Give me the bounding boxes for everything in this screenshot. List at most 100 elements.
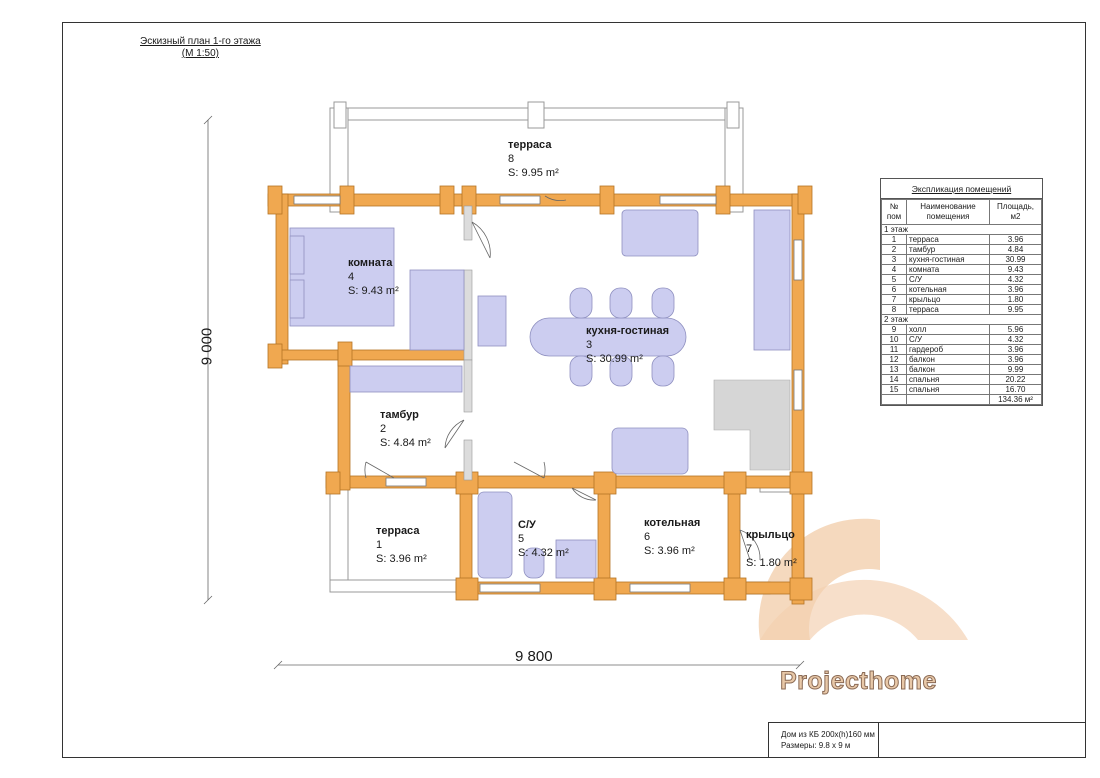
floor-1-header: 1 этаж: [881, 224, 1042, 235]
table-cell: гардероб: [906, 344, 990, 355]
room-label-boiler-6: котельная 6 S: 3.96 m²: [644, 516, 700, 558]
room-label-terrace-8: терраса 8 S: 9.95 m²: [508, 138, 559, 180]
room-label-bathroom-5: С/У 5 S: 4.32 m²: [518, 518, 569, 560]
table-cell: 3.96: [989, 354, 1042, 365]
table-cell: [906, 394, 990, 405]
projecthome-logo: Projecthome: [780, 667, 937, 696]
table-cell: терраса: [906, 304, 990, 315]
room-name: терраса: [508, 139, 552, 151]
room-number: 5: [518, 533, 525, 545]
kitchen-counter: [753, 209, 791, 351]
room-area: S: 4.32 m²: [518, 547, 569, 559]
room-area: S: 30.99 m²: [586, 353, 643, 365]
table-cell: котельная: [906, 284, 990, 295]
bed: [289, 227, 395, 327]
header-number: № пом: [881, 199, 907, 225]
table-cell: 3.96: [989, 284, 1042, 295]
room-label-porch-7: крыльцо 7 S: 1.80 m²: [746, 528, 797, 570]
windows: [293, 195, 803, 593]
table-cell: С/У: [906, 334, 990, 345]
table-cell: 1.80: [989, 294, 1042, 305]
toilet: [523, 547, 545, 579]
table-cell: спальня: [906, 384, 990, 395]
table-cell: 9.99: [989, 364, 1042, 375]
table-cell: 4.84: [989, 244, 1042, 255]
stairs: [713, 379, 791, 471]
room-name: тамбур: [380, 409, 419, 421]
table-cell: 11: [881, 344, 907, 355]
table-cell: балкон: [906, 354, 990, 365]
table-cell: терраса: [906, 234, 990, 245]
room-area: S: 9.95 m²: [508, 167, 559, 179]
room-name: кухня-гостиная: [586, 325, 670, 337]
wardrobe: [409, 269, 465, 351]
doors: [364, 195, 761, 561]
table-cell: С/У: [906, 274, 990, 285]
room-label-room-4: комната 4 S: 9.43 m²: [348, 256, 399, 298]
table-cell: комната: [906, 264, 990, 275]
dimension-horizontal: 9 800: [515, 648, 553, 665]
table-total-row: 134.36 м²: [881, 394, 1042, 405]
hall-bench: [349, 365, 463, 393]
bathtub: [477, 491, 513, 579]
table-cell: балкон: [906, 364, 990, 375]
table-cell: 12: [881, 354, 907, 365]
table-cell: 9: [881, 324, 907, 335]
plan-title: Эскизный план 1-го этажа (М 1:50): [140, 36, 261, 60]
table-cell: кухня-гостиная: [906, 254, 990, 265]
plan-title-line1: Эскизный план 1-го этажа: [140, 36, 261, 47]
sofa-top: [621, 209, 699, 257]
table-cell: 1: [881, 234, 907, 245]
explication-table: Экспликация помещений № пом Наименование…: [880, 178, 1043, 406]
room-name: комната: [348, 257, 393, 269]
room-number: 4: [348, 271, 355, 283]
table-cell: 14: [881, 374, 907, 385]
dimension-vertical: 9 000: [198, 327, 216, 366]
room-name: терраса: [376, 525, 420, 537]
table-cell: 8: [881, 304, 907, 315]
table-cell: [881, 394, 907, 405]
title-block-info: Дом из КБ 200х(h)160 мм Размеры: 9.8 х 9…: [769, 723, 879, 757]
table-cell: 3.96: [989, 234, 1042, 245]
room-area: S: 1.80 m²: [746, 557, 797, 569]
shower: [555, 539, 597, 579]
table-cell: 3: [881, 254, 907, 265]
interior-walls: [463, 205, 473, 481]
table-cell: крыльцо: [906, 294, 990, 305]
room-number: 2: [380, 423, 387, 435]
drawing-frame: [62, 22, 1086, 758]
plan-title-scale: (М 1:50): [181, 48, 219, 59]
furniture: [289, 209, 791, 579]
table-cell: тамбур: [906, 244, 990, 255]
room-label-vestibule-2: тамбур 2 S: 4.84 m²: [380, 408, 431, 450]
header-name: Наименование помещения: [906, 199, 990, 225]
room-number: 6: [644, 531, 651, 543]
room-area: S: 4.84 m²: [380, 437, 431, 449]
terrace-rail-top: [329, 101, 744, 213]
table-cell: 30.99: [989, 254, 1042, 265]
room-name: котельная: [644, 517, 701, 529]
room-label-terrace-1: терраса 1 S: 3.96 m²: [376, 524, 427, 566]
room-number: 1: [376, 539, 383, 551]
room-area: S: 3.96 m²: [376, 553, 427, 565]
room-name: С/У: [518, 519, 536, 531]
room-area: S: 3.96 m²: [644, 545, 695, 557]
title-block-material: Дом из КБ 200х(h)160 мм: [781, 730, 875, 739]
room-label-kitchen-living-3: кухня-гостиная 3 S: 30.99 m²: [586, 324, 669, 366]
table-cell: 4.32: [989, 334, 1042, 345]
table-cell: 5.96: [989, 324, 1042, 335]
table-cell: 3.96: [989, 344, 1042, 355]
table-cell: 9.43: [989, 264, 1042, 275]
explication-caption: Экспликация помещений: [881, 179, 1042, 199]
table-cell: 6: [881, 284, 907, 295]
